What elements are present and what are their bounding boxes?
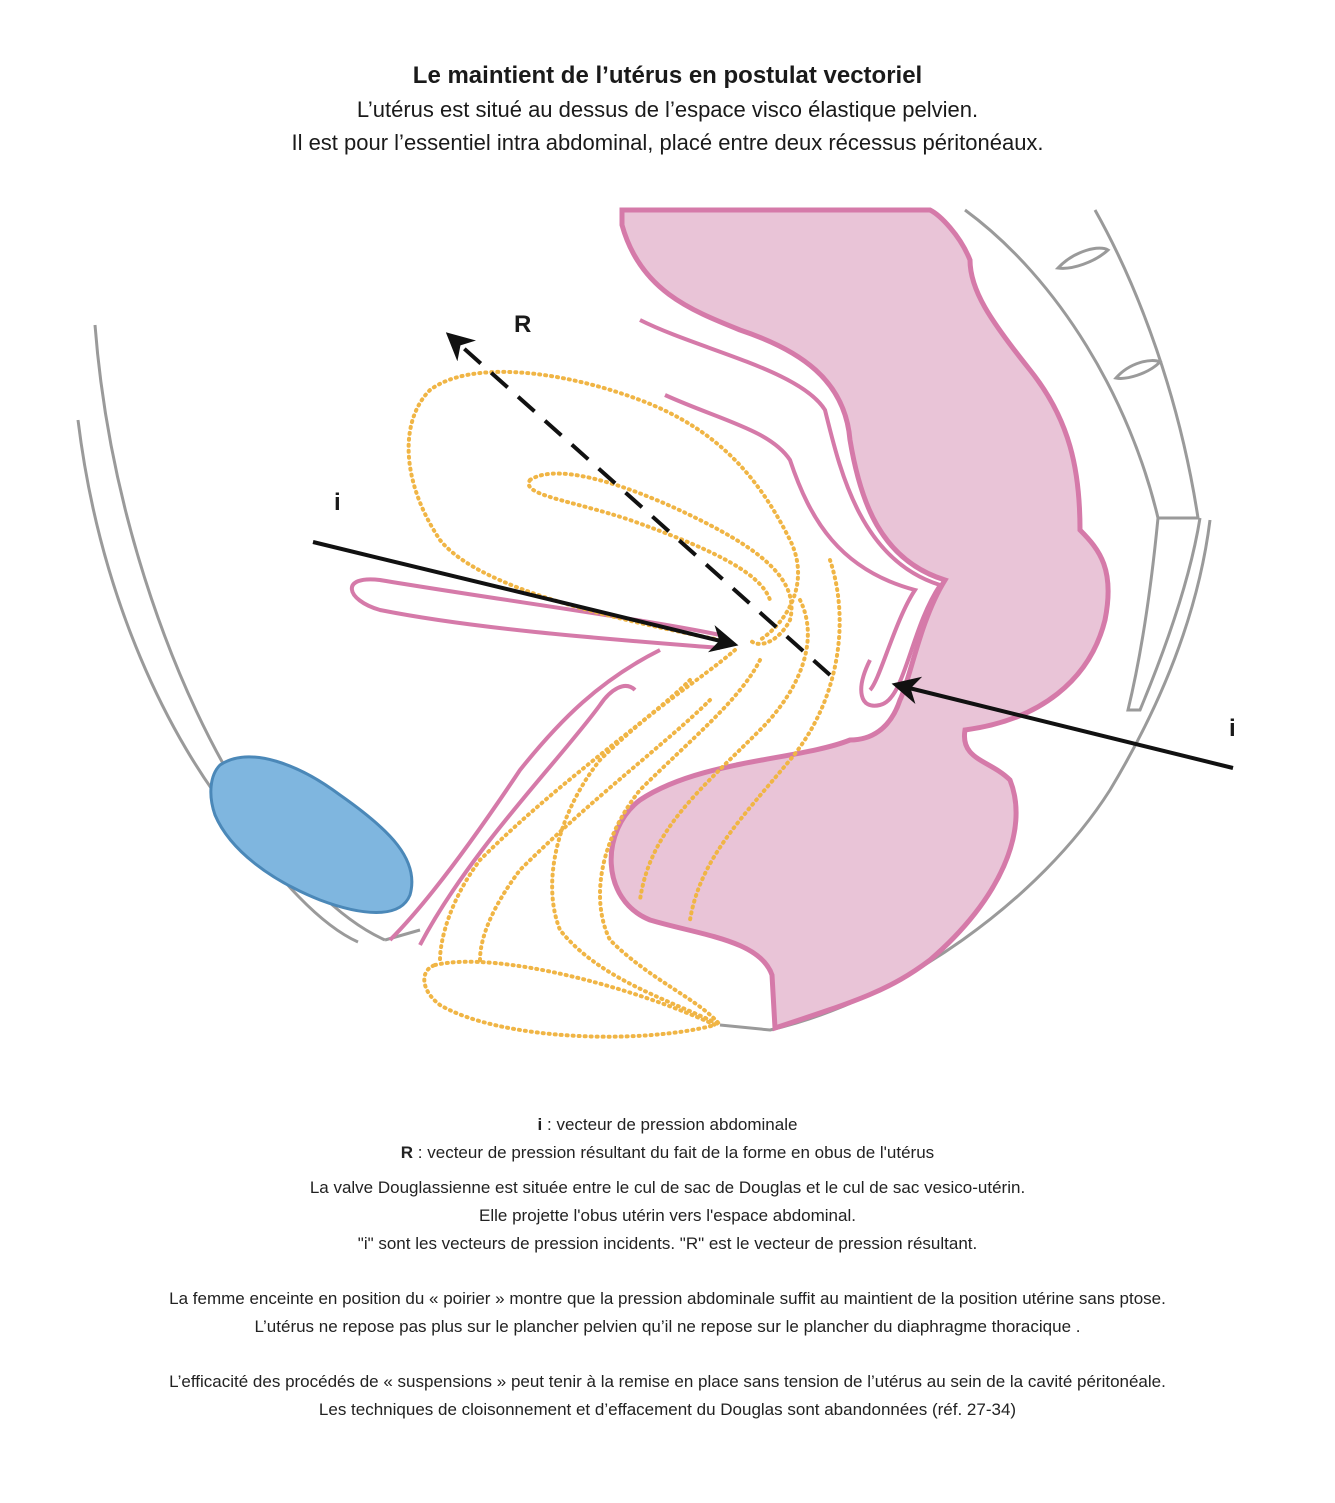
note-7: Les techniques de cloisonnement et d’eff… — [318, 1400, 1017, 1419]
legend-R: R : vecteur de pression résultant du fai… — [0, 1143, 1335, 1163]
incident-vector-arrow-left — [312, 540, 739, 653]
diagram-title: Le maintient de l’utérus en postulat vec… — [412, 62, 923, 89]
bladder — [209, 755, 414, 914]
note-6: L’efficacité des procédés de « suspensio… — [169, 1372, 1166, 1391]
note-4: La femme enceinte en position du « poiri… — [169, 1289, 1166, 1308]
note-3: "i" sont les vecteurs de pression incide… — [357, 1234, 978, 1253]
label-i-left: i — [334, 489, 341, 516]
label-i-right: i — [1229, 715, 1236, 742]
label-R: R — [514, 311, 531, 338]
note-5: L’utérus ne repose pas plus sur le planc… — [254, 1317, 1081, 1336]
note-1: La valve Douglassienne est située entre … — [309, 1178, 1026, 1197]
legend-R-text: : vecteur de pression résultant du fait … — [413, 1143, 935, 1162]
diagram-subtitle-2: Il est pour l’essentiel intra abdominal,… — [291, 130, 1044, 155]
resultant-vector-arrow — [445, 332, 832, 677]
legend-R-key: R — [400, 1143, 414, 1162]
rectum — [608, 207, 1111, 1032]
peritoneum — [349, 318, 944, 946]
note-2: Elle projette l'obus utérin vers l'espac… — [479, 1206, 856, 1225]
sacrum — [964, 208, 1202, 712]
diagram-subtitle-1: L’utérus est situé au dessus de l’espace… — [356, 97, 979, 122]
legend-i-text: : vecteur de pression abdominale — [542, 1115, 798, 1134]
uterus — [406, 369, 842, 1039]
incident-vector-arrow-right — [891, 676, 1234, 770]
pelvic-diagram: R i i — [76, 207, 1236, 1039]
legend-i-key: i — [537, 1115, 543, 1134]
legend-i: i : vecteur de pression abdominale — [0, 1115, 1335, 1135]
